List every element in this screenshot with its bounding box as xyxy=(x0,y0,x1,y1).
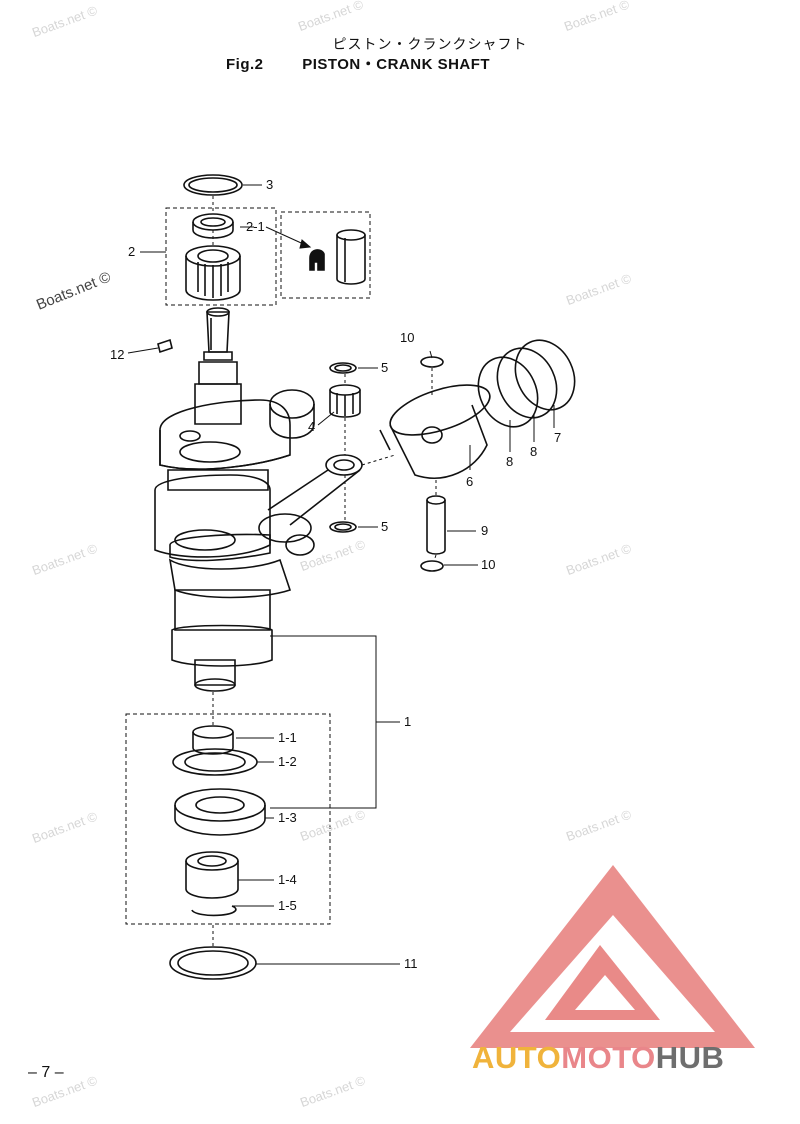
part-4-needle-bearing xyxy=(329,384,361,418)
connecting-rod xyxy=(258,454,363,543)
part-1-5-clip xyxy=(191,905,237,917)
crankshaft-upper xyxy=(194,307,242,425)
logo-text-moto: MOTO xyxy=(561,1040,656,1075)
callout-11: 11 xyxy=(404,956,418,971)
part-6-piston xyxy=(379,384,491,479)
figure-label: Fig.2 xyxy=(226,56,264,73)
page-number: – 7 – xyxy=(28,1064,64,1081)
part-2-bearing xyxy=(185,245,241,301)
callout-1-2: 1-2 xyxy=(278,754,297,769)
part-3-ring xyxy=(183,174,243,196)
callout-1-5: 1-5 xyxy=(278,898,297,913)
automotohub-logo-mark xyxy=(470,865,755,1048)
callout-3: 3 xyxy=(266,177,274,192)
logo-text-auto: AUTO xyxy=(472,1040,562,1075)
part-9-piston-pin xyxy=(426,495,446,555)
part-8-ring-b xyxy=(477,356,539,428)
part-1-3-bearing xyxy=(174,788,266,836)
part-2-1-seal xyxy=(192,213,234,239)
part-1-2-shim xyxy=(172,748,258,776)
callout-7: 7 xyxy=(554,430,562,445)
part-1-4-bearing xyxy=(185,851,239,899)
part-5-washer-upper xyxy=(329,362,357,374)
automotohub-logo-text: AUTOMOTOHUB xyxy=(472,1040,724,1076)
callout-8-a: 8 xyxy=(530,444,538,459)
callout-1-3: 1-3 xyxy=(278,810,297,825)
callout-4: 4 xyxy=(308,419,316,434)
callout-12: 12 xyxy=(110,347,125,362)
part-1-group-box xyxy=(125,713,331,925)
title-japanese: ピストン・クランクシャフト xyxy=(332,37,528,53)
callout-2-1: 2-1 xyxy=(246,219,265,234)
part-2-1-detail-box xyxy=(280,211,371,299)
part-12-key xyxy=(157,338,173,354)
part-10-clip-upper xyxy=(420,356,444,368)
part-5-washer-lower xyxy=(329,521,357,533)
part-7-ring xyxy=(514,339,576,411)
logo-text-hub: HUB xyxy=(655,1040,725,1075)
callout-10-upper: 10 xyxy=(400,330,415,345)
crankshaft-body xyxy=(154,389,315,692)
callout-1-4: 1-4 xyxy=(278,872,297,887)
callout-9: 9 xyxy=(481,523,489,538)
figure-title: PISTON・CRANK SHAFT xyxy=(302,56,491,73)
callout-1-1: 1-1 xyxy=(278,730,297,745)
callout-8-b: 8 xyxy=(506,454,514,469)
callout-5-upper: 5 xyxy=(381,360,389,375)
callout-10-lower: 10 xyxy=(481,557,496,572)
part-11-ring xyxy=(169,946,257,980)
part-2-1-detail xyxy=(309,229,366,285)
callout-6: 6 xyxy=(466,474,474,489)
part-8-ring-a xyxy=(496,347,558,419)
callout-5-lower: 5 xyxy=(381,519,389,534)
callout-1: 1 xyxy=(404,714,412,729)
callout-2: 2 xyxy=(128,244,136,259)
part-2-group-box xyxy=(165,207,277,306)
part-10-clip-lower xyxy=(420,560,444,572)
title-english: Fig.2 PISTON・CRANK SHAFT xyxy=(226,53,490,74)
